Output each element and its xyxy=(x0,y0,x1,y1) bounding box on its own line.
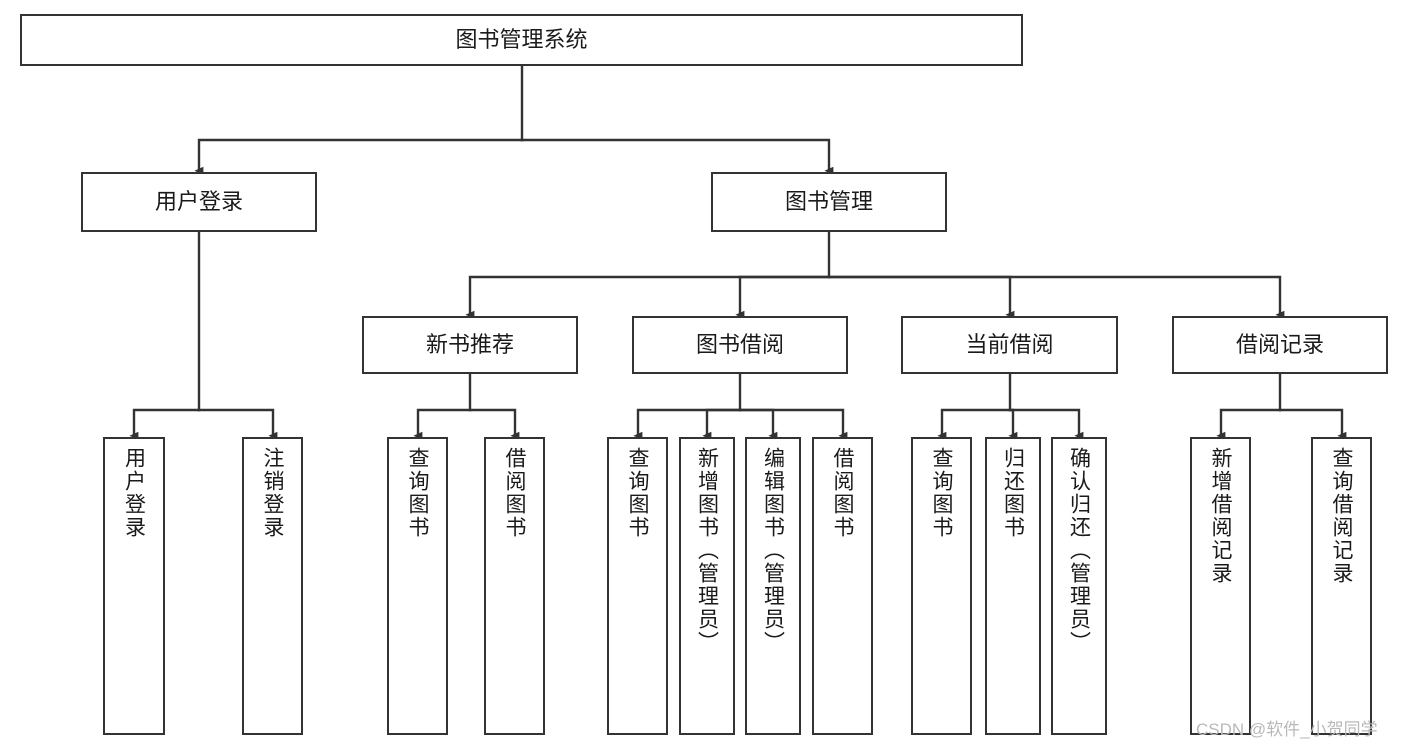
node-label: 借阅图书 xyxy=(831,447,854,539)
edge-root-to-book-manage xyxy=(520,138,834,175)
edge-book-borrow-to-leaf-query-book-2 xyxy=(633,408,742,440)
node-leaf-query-record[interactable]: 查询借阅记录 xyxy=(1311,437,1372,735)
node-label: 借阅记录 xyxy=(1235,331,1324,357)
node-current-borrow[interactable]: 当前借阅 xyxy=(901,316,1118,374)
node-leaf-borrow-book-1[interactable]: 借阅图书 xyxy=(484,437,545,735)
node-book-borrow[interactable]: 图书借阅 xyxy=(632,316,848,374)
edge-borrow-record-to-leaf-query-record xyxy=(1278,408,1347,440)
node-label: 用户登录 xyxy=(154,188,243,214)
node-label: 当前借阅 xyxy=(965,331,1054,357)
edge-user-login-to-leaf-user-login xyxy=(129,408,201,440)
edge-book-borrow-to-leaf-add-book xyxy=(702,408,742,440)
edge-root-to-user-login xyxy=(194,138,524,175)
node-label: 注销登录 xyxy=(261,447,284,539)
node-label: 编辑图书（管理员） xyxy=(761,447,785,654)
node-user-login[interactable]: 用户登录 xyxy=(81,172,317,232)
node-book-manage[interactable]: 图书管理 xyxy=(711,172,947,232)
edge-book-manage-to-book-borrow xyxy=(735,275,831,319)
node-label: 用户登录 xyxy=(122,447,146,539)
node-root[interactable]: 图书管理系统 xyxy=(20,14,1023,66)
edge-new-book-rec-to-leaf-borrow-book-1 xyxy=(468,408,520,440)
edge-borrow-record-to-leaf-add-record xyxy=(1216,408,1282,440)
node-leaf-borrow-book-2[interactable]: 借阅图书 xyxy=(812,437,873,735)
edge-current-borrow-to-leaf-confirm-return xyxy=(1008,408,1084,440)
node-label: 新增借阅记录 xyxy=(1209,447,1232,585)
edge-book-manage-to-new-book-rec xyxy=(465,275,831,319)
node-leaf-query-book-2[interactable]: 查询图书 xyxy=(607,437,668,735)
node-label: 查询图书 xyxy=(626,447,649,539)
node-label: 图书借阅 xyxy=(695,331,784,357)
node-label: 确认归还（管理员） xyxy=(1067,447,1091,654)
node-label: 查询借阅记录 xyxy=(1330,447,1353,585)
node-leaf-return-book[interactable]: 归还图书 xyxy=(985,437,1041,735)
node-label: 新书推荐 xyxy=(425,331,514,357)
node-label: 借阅图书 xyxy=(503,447,526,539)
node-label: 查询图书 xyxy=(930,447,953,539)
node-leaf-query-book-3[interactable]: 查询图书 xyxy=(911,437,972,735)
node-label: 归还图书 xyxy=(1001,447,1025,539)
node-leaf-add-book[interactable]: 新增图书（管理员） xyxy=(679,437,735,735)
edge-current-borrow-to-leaf-query-book-3 xyxy=(937,408,1012,440)
node-leaf-logout[interactable]: 注销登录 xyxy=(242,437,303,735)
node-leaf-user-login[interactable]: 用户登录 xyxy=(103,437,165,735)
csdn-watermark: CSDN @软件_小贺同学 xyxy=(1196,720,1378,739)
node-leaf-confirm-return[interactable]: 确认归还（管理员） xyxy=(1051,437,1107,735)
node-label: 图书管理系统 xyxy=(455,26,588,52)
edge-new-book-rec-to-leaf-query-book-1 xyxy=(413,408,472,440)
node-label: 查询图书 xyxy=(406,447,429,539)
node-label: 新增图书（管理员） xyxy=(695,447,719,654)
node-leaf-query-book-1[interactable]: 查询图书 xyxy=(387,437,448,735)
node-leaf-edit-book[interactable]: 编辑图书（管理员） xyxy=(745,437,801,735)
node-new-book-rec[interactable]: 新书推荐 xyxy=(362,316,578,374)
edge-current-borrow-to-leaf-return-book xyxy=(1008,408,1018,440)
edge-user-login-to-leaf-logout xyxy=(197,408,278,440)
edge-book-borrow-to-leaf-borrow-book-2 xyxy=(738,408,848,440)
edge-book-manage-to-current-borrow xyxy=(827,275,1015,319)
edge-book-borrow-to-leaf-edit-book xyxy=(738,408,778,440)
node-label: 图书管理 xyxy=(784,188,873,214)
node-leaf-add-record[interactable]: 新增借阅记录 xyxy=(1190,437,1251,735)
edge-book-manage-to-borrow-record xyxy=(827,275,1285,319)
node-borrow-record[interactable]: 借阅记录 xyxy=(1172,316,1388,374)
